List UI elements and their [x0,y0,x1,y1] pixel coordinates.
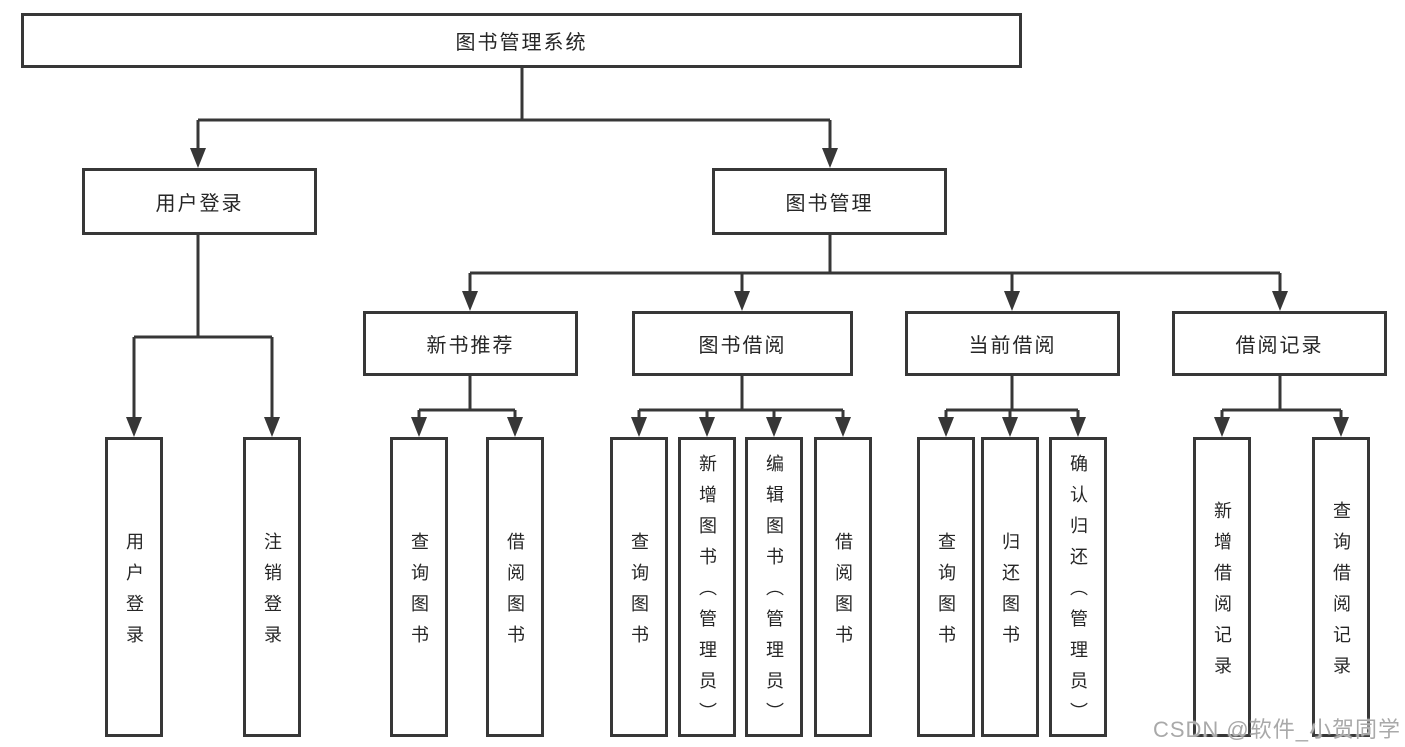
node-cb-return-books: 归还图书 [981,437,1039,737]
node-new-book-recommend: 新书推荐 [363,311,578,376]
node-label: 图书管理系统 [455,32,588,54]
node-nbr-borrow-books: 借阅图书 [486,437,544,737]
node-user-login-group: 用户登录 [82,168,317,235]
node-cb-query-books: 查询图书 [917,437,975,737]
node-book-management: 图书管理 [712,168,947,235]
csdn-watermark: CSDN @软件_小贺同学 [1152,717,1401,742]
node-label: 图书管理 [785,193,874,215]
node-bb-edit-books-admin: 编辑图书（管理员） [745,437,803,737]
node-label: 新增借阅记录 [1212,500,1232,687]
node-nbr-query-books: 查询图书 [390,437,448,737]
node-label: 用户登录 [124,531,144,656]
node-label: 归还图书 [1000,531,1020,656]
node-label: 借阅图书 [833,531,853,656]
node-bb-query-books: 查询图书 [610,437,668,737]
node-label: 当前借阅 [968,335,1057,357]
node-label: 编辑图书（管理员） [764,454,784,733]
node-cb-confirm-return-admin: 确认归还（管理员） [1049,437,1107,737]
node-label: 注销登录 [262,531,282,656]
node-label: 借阅记录 [1235,335,1324,357]
node-br-query-record: 查询借阅记录 [1312,437,1370,737]
node-label: 借阅图书 [505,531,525,656]
node-current-borrowing: 当前借阅 [905,311,1120,376]
node-label: 查询图书 [629,531,649,656]
node-label: 用户登录 [155,193,244,215]
node-label: 新书推荐 [426,335,515,357]
node-bb-add-books-admin: 新增图书（管理员） [678,437,736,737]
node-label: 查询图书 [936,531,956,656]
node-label: 查询图书 [409,531,429,656]
node-label: 图书借阅 [698,335,787,357]
node-library-system: 图书管理系统 [21,13,1022,68]
node-label: 确认归还（管理员） [1068,454,1088,733]
node-label: 查询借阅记录 [1331,500,1351,687]
node-user-login: 用户登录 [105,437,163,737]
node-br-add-record: 新增借阅记录 [1193,437,1251,737]
node-logout: 注销登录 [243,437,301,737]
node-label: 新增图书（管理员） [697,454,717,733]
node-bb-borrow-books: 借阅图书 [814,437,872,737]
node-book-borrowing: 图书借阅 [632,311,853,376]
node-borrow-records: 借阅记录 [1172,311,1387,376]
